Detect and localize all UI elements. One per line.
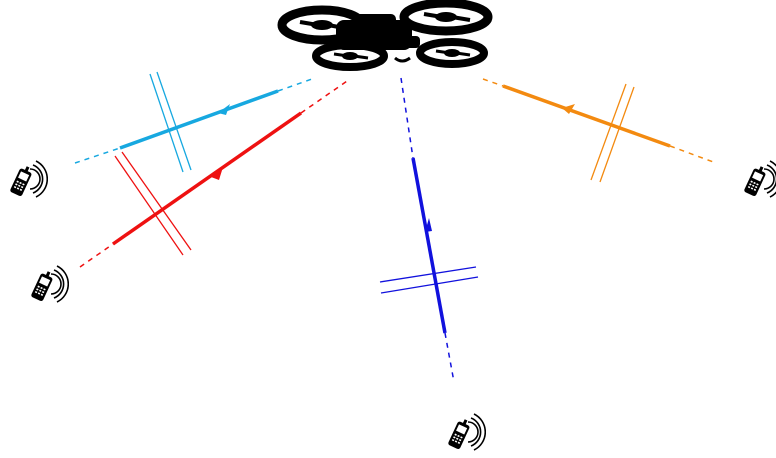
orange-link bbox=[483, 79, 716, 182]
mobile-phone-signal-icon bbox=[9, 161, 47, 197]
mobile-phone-signal-icon bbox=[30, 266, 68, 302]
red-link bbox=[80, 79, 350, 267]
mobile-phone-signal-icon bbox=[743, 161, 776, 197]
blue-link bbox=[380, 78, 478, 382]
mobile-phone-signal-icon bbox=[447, 414, 485, 450]
cyan-link bbox=[75, 72, 312, 172]
quadcopter-drone-icon bbox=[282, 3, 488, 67]
